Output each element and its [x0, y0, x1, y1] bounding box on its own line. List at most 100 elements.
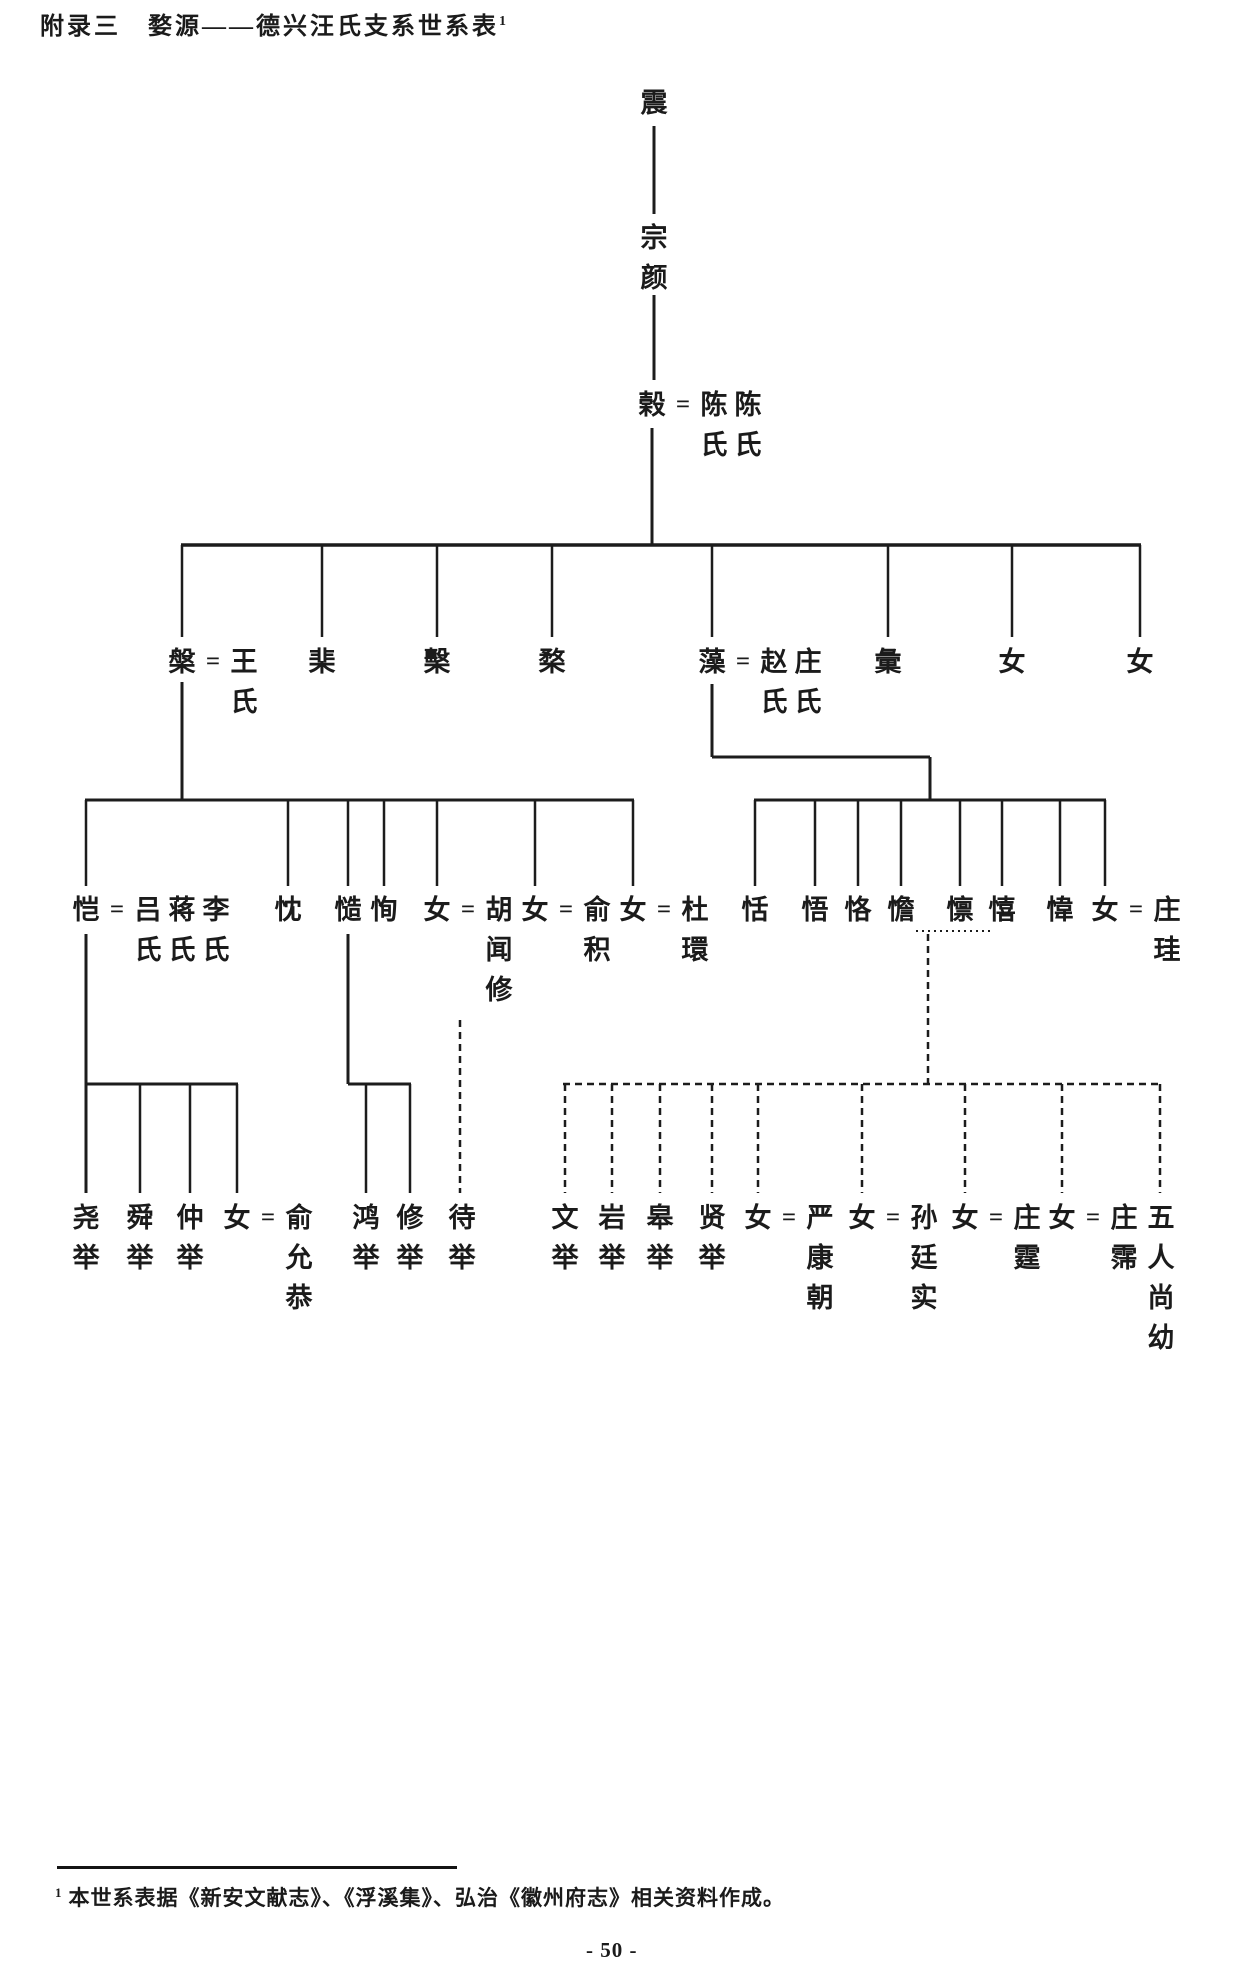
name-char: 陈	[700, 390, 728, 420]
name-char: 氏	[700, 430, 728, 460]
name-column: 庄氏	[794, 642, 822, 722]
name-char: 宗	[640, 223, 668, 253]
tree-node-zhen: 震	[640, 83, 668, 123]
name-column: 女	[1126, 642, 1154, 682]
tree-node-nu-zhuang-ting: 女=庄霆	[951, 1198, 1041, 1278]
name-char: 皋	[646, 1203, 674, 1233]
marriage-equals-sign: =	[778, 1198, 800, 1238]
name-char: =	[109, 896, 125, 923]
tree-node-chen: 忱	[274, 890, 302, 930]
name-column: 憺	[887, 890, 915, 930]
tree-node-wenju: 文举	[551, 1198, 579, 1278]
name-char: 悟	[801, 895, 829, 925]
name-char: 俞	[583, 895, 611, 925]
footnote-marker: 1	[55, 1885, 63, 1900]
name-column: 胡闻修	[485, 890, 513, 1010]
name-column: 女	[1091, 890, 1119, 930]
name-column: 悟	[801, 890, 829, 930]
tree-node-kai: 恺=吕氏蒋氏李氏	[72, 890, 230, 970]
name-char: 環	[681, 935, 709, 965]
name-char: 举	[698, 1243, 726, 1273]
tree-node-gu: 榖 = 陈氏陈氏	[638, 385, 762, 465]
name-char: 恂	[370, 895, 398, 925]
name-char: 五	[1147, 1203, 1175, 1233]
name-char: 榖	[638, 390, 666, 420]
tree-node-daughter-a: 女	[998, 642, 1026, 682]
name-column: 槃	[168, 642, 196, 682]
name-char: =	[675, 391, 691, 418]
tree-node-ji: 檕	[423, 642, 451, 682]
name-char: 女	[1091, 895, 1119, 925]
name-column: 女	[423, 890, 451, 930]
tree-node-shunju: 舜举	[126, 1198, 154, 1278]
name-char: 闻	[485, 935, 513, 965]
marriage-equals-sign: =	[202, 642, 224, 682]
name-column: 藻	[698, 642, 726, 682]
name-char: 女	[744, 1203, 772, 1233]
name-char: 女	[423, 895, 451, 925]
tree-node-dan: 憺	[887, 890, 915, 930]
marriage-equals-sign: =	[106, 890, 128, 930]
name-column: 俞允恭	[285, 1198, 313, 1318]
marriage-equals-sign: =	[1125, 890, 1147, 930]
name-char: 杜	[681, 895, 709, 925]
marriage-equals-sign: =	[1082, 1198, 1104, 1238]
tree-node-nu-zhuang-pei: 女=庄霈	[1048, 1198, 1138, 1278]
name-char: 举	[396, 1243, 424, 1273]
name-column: 愇	[1046, 890, 1074, 930]
tree-node-wei: 愇	[1046, 890, 1074, 930]
name-char: 女	[521, 895, 549, 925]
name-char: 文	[551, 1203, 579, 1233]
name-char: =	[1128, 896, 1144, 923]
name-char: 朝	[806, 1283, 834, 1313]
marriage-equals-sign: =	[672, 385, 694, 425]
marriage-equals-sign: =	[257, 1198, 279, 1238]
name-char: 庄	[1110, 1203, 1138, 1233]
tree-node-tian: 恬	[741, 890, 769, 930]
name-char: 鸿	[352, 1203, 380, 1233]
tree-node-yaoju: 尧举	[72, 1198, 100, 1278]
name-char: 颜	[640, 263, 668, 293]
name-char: 待	[448, 1203, 476, 1233]
name-char: 允	[285, 1243, 313, 1273]
name-column: 严康朝	[806, 1198, 834, 1318]
name-char: 氏	[202, 935, 230, 965]
name-column: 舜举	[126, 1198, 154, 1278]
tree-node-daughter-b: 女	[1126, 642, 1154, 682]
tree-node-wu: 悟	[801, 890, 829, 930]
name-char: 愇	[1046, 895, 1074, 925]
name-char: 举	[126, 1243, 154, 1273]
marriage-equals-sign: =	[882, 1198, 904, 1238]
tree-node-xiuju: 修举	[396, 1198, 424, 1278]
name-char: 陈	[734, 390, 762, 420]
name-char: 积	[583, 935, 611, 965]
name-column: 彙	[874, 642, 902, 682]
name-column: 忱	[274, 890, 302, 930]
name-char: 女	[998, 647, 1026, 677]
name-char: 女	[951, 1203, 979, 1233]
name-char: 女	[619, 895, 647, 925]
tree-node-nu-sun-tingshi: 女=孙廷实	[848, 1198, 938, 1318]
name-char: 庄	[794, 647, 822, 677]
name-column: 庄霆	[1013, 1198, 1041, 1278]
name-char: =	[260, 1204, 276, 1231]
name-column: 待举	[448, 1198, 476, 1278]
name-char: 恺	[72, 895, 100, 925]
tree-node-ke: 恪	[844, 890, 872, 930]
name-column: 陈氏	[734, 385, 762, 465]
name-char: 尧	[72, 1203, 100, 1233]
name-column: 女	[744, 1198, 772, 1238]
tree-node-xun: 恂	[370, 890, 398, 930]
name-char: 举	[176, 1243, 204, 1273]
name-column: 蒋氏	[168, 890, 196, 970]
marriage-equals-sign: =	[653, 890, 675, 930]
name-char: 楘	[538, 647, 566, 677]
name-char: 氏	[168, 935, 196, 965]
name-char: 蒋	[168, 895, 196, 925]
tree-node-yanju: 岩举	[598, 1198, 626, 1278]
name-column: 尧举	[72, 1198, 100, 1278]
name-char: =	[885, 1204, 901, 1231]
name-char: 女	[848, 1203, 876, 1233]
name-column: 陈氏	[700, 385, 728, 465]
